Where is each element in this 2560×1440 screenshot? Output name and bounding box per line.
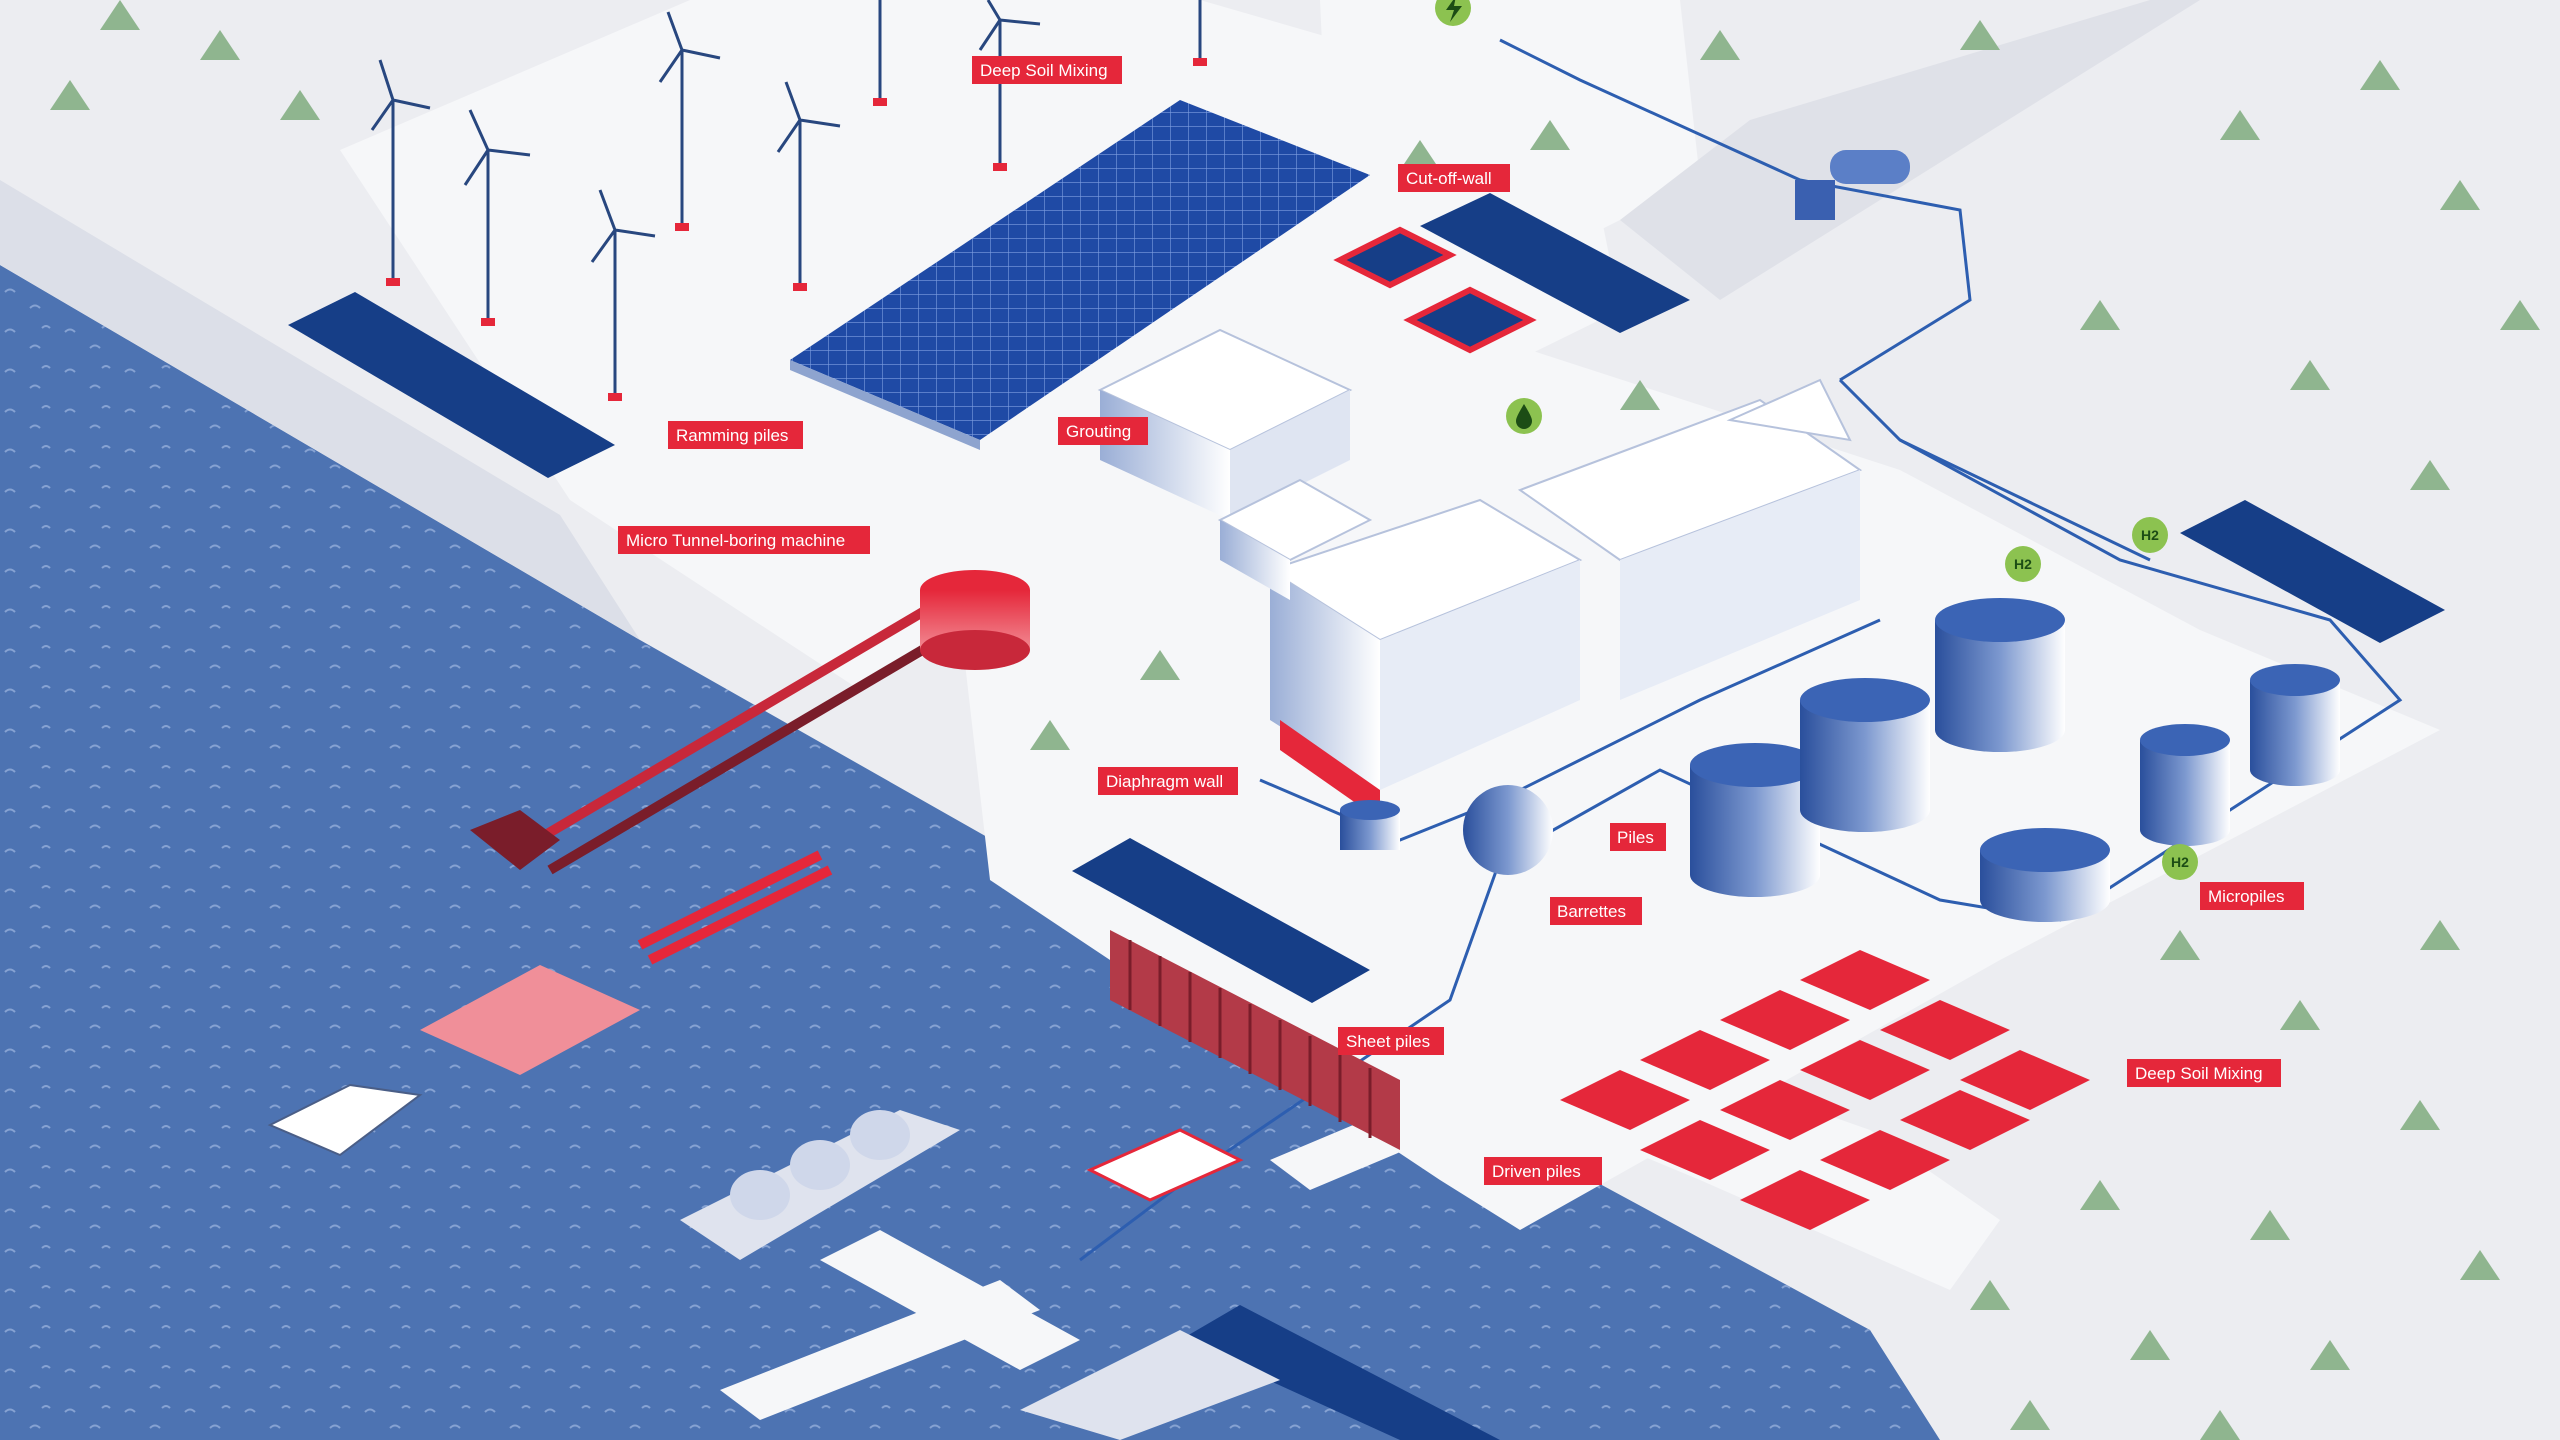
electricity-icon <box>1435 0 1471 26</box>
svg-text:Sheet piles: Sheet piles <box>1346 1032 1430 1051</box>
svg-text:Piles: Piles <box>1617 828 1654 847</box>
water-drop-icon <box>1506 398 1542 434</box>
label-sheet-piles[interactable]: Sheet piles <box>1338 1027 1444 1055</box>
label-diaphragm-wall[interactable]: Diaphragm wall <box>1098 767 1238 795</box>
tanker-truck <box>1795 150 1910 220</box>
wind-turbines <box>370 0 1202 395</box>
label-grouting[interactable]: Grouting <box>1058 417 1148 445</box>
micro-tunnel <box>470 570 1030 965</box>
svg-text:Barrettes: Barrettes <box>1557 902 1626 921</box>
svg-text:Deep Soil Mixing: Deep Soil Mixing <box>980 61 1108 80</box>
trees <box>50 0 2540 1440</box>
svg-text:Micro Tunnel-boring machine: Micro Tunnel-boring machine <box>626 531 845 550</box>
svg-text:H2: H2 <box>2014 556 2032 572</box>
svg-text:Cut-off-wall: Cut-off-wall <box>1406 169 1492 188</box>
label-micropiles[interactable]: Micropiles <box>2200 882 2304 910</box>
label-ramming-piles[interactable]: Ramming piles <box>668 421 803 449</box>
label-micro-tunnel[interactable]: Micro Tunnel-boring machine <box>618 526 870 554</box>
turbine-bases <box>386 58 1207 401</box>
svg-text:Deep Soil Mixing: Deep Soil Mixing <box>2135 1064 2263 1083</box>
h2-badge-c: H2 <box>2162 844 2198 880</box>
storage-tanks <box>1340 598 2340 922</box>
svg-text:H2: H2 <box>2141 527 2159 543</box>
svg-text:Micropiles: Micropiles <box>2208 887 2285 906</box>
svg-text:Driven piles: Driven piles <box>1492 1162 1581 1181</box>
label-cut-off-wall[interactable]: Cut-off-wall <box>1398 164 1510 192</box>
label-driven-piles[interactable]: Driven piles <box>1484 1157 1602 1185</box>
h2-badge-b: H2 <box>2132 517 2168 553</box>
svg-text:Ramming piles: Ramming piles <box>676 426 788 445</box>
ships <box>267 965 1280 1440</box>
label-piles[interactable]: Piles <box>1610 823 1666 851</box>
solar-field <box>790 100 1370 450</box>
svg-text:Grouting: Grouting <box>1066 422 1131 441</box>
label-deep-soil-mixing-right[interactable]: Deep Soil Mixing <box>2127 1059 2281 1087</box>
label-deep-soil-mixing-top[interactable]: Deep Soil Mixing <box>972 56 1122 84</box>
lng-blocks <box>1560 950 2090 1230</box>
cut-off-wall-pits <box>1333 226 1537 354</box>
label-barrettes[interactable]: Barrettes <box>1550 897 1642 925</box>
h2-badge-a: H2 <box>2005 546 2041 582</box>
svg-text:H2: H2 <box>2171 854 2189 870</box>
foundation-slabs <box>288 193 2445 1440</box>
buildings <box>1097 328 1863 820</box>
svg-text:Diaphragm wall: Diaphragm wall <box>1106 772 1223 791</box>
sheet-pile-wall <box>1110 930 1400 1150</box>
